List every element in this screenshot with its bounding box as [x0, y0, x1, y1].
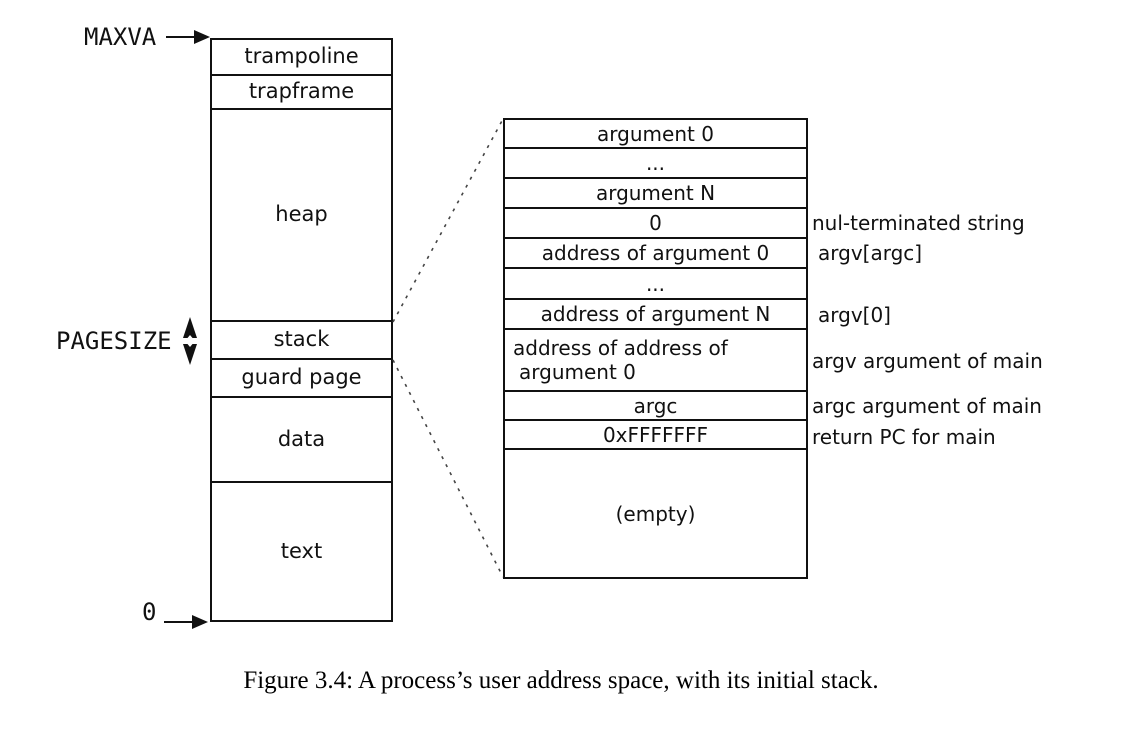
stack-row-label: (empty): [615, 501, 696, 526]
stack-row-zero: 0: [505, 209, 806, 239]
address-space-box: trampoline trapframe heap stack guard pa…: [210, 38, 393, 622]
stack-row-argument-n: argument N: [505, 179, 806, 209]
stack-row-label: 0xFFFFFFF: [602, 422, 709, 447]
pagesize-label: PAGESIZE: [56, 327, 172, 355]
stack-row-label: argument 0: [597, 121, 714, 146]
segment-text: text: [212, 483, 391, 620]
pagesize-double-arrow: [183, 317, 197, 365]
stack-row-label: address of address of: [513, 336, 728, 360]
annotation-argv-argument-of-main: argv argument of main: [812, 349, 1043, 373]
stack-row-return-pc: 0xFFFFFFF: [505, 421, 806, 450]
stack-row-address-of-address-of-argument-0: address of address of argument 0: [505, 330, 806, 392]
stack-row-label: 0: [649, 211, 662, 235]
stack-row-label-line2: argument 0: [519, 360, 636, 384]
initial-stack-box: argument 0 ... argument N 0 address of a…: [503, 118, 808, 579]
maxva-arrow: [166, 30, 210, 44]
stack-row-label: address of argument 0: [541, 241, 770, 265]
stack-row-argument-0: argument 0: [505, 120, 806, 149]
segment-guard-page: guard page: [212, 360, 391, 398]
segment-trampoline: trampoline: [212, 40, 391, 76]
stack-row-ellipsis-2: ...: [505, 269, 806, 300]
segment-label: trapframe: [248, 79, 355, 104]
dashed-connector-bottom: [392, 359, 504, 578]
stack-row-address-of-argument-n: address of argument N: [505, 300, 806, 330]
annotation-argc-argument-of-main: argc argument of main: [812, 394, 1042, 418]
segment-trapframe: trapframe: [212, 76, 391, 110]
annotation-argv-argc: argv[argc]: [818, 241, 923, 265]
annotation-nul-terminated-string: nul-terminated string: [812, 211, 1025, 235]
stack-row-ellipsis-1: ...: [505, 149, 806, 179]
maxva-label: MAXVA: [84, 23, 157, 51]
segment-label: heap: [275, 202, 328, 227]
stack-row-empty: (empty): [505, 450, 806, 577]
zero-arrow: [164, 615, 208, 629]
segment-label: trampoline: [244, 44, 359, 69]
segment-label: guard page: [241, 365, 362, 390]
segment-heap: heap: [212, 110, 391, 322]
annotation-argv-0: argv[0]: [818, 303, 891, 327]
figure-caption: Figure 3.4: A process’s user address spa…: [243, 667, 879, 694]
stack-row-label: address of argument N: [540, 302, 771, 326]
segment-data: data: [212, 398, 391, 483]
stack-row-label: argc: [633, 393, 678, 418]
stack-row-argc: argc: [505, 392, 806, 421]
stack-row-label: ...: [645, 151, 666, 175]
zero-address-label: 0: [142, 598, 157, 626]
annotation-return-pc-for-main: return PC for main: [812, 425, 996, 449]
stack-row-label: ...: [645, 271, 666, 296]
stack-row-label: argument N: [595, 181, 716, 205]
segment-label: data: [277, 426, 326, 451]
dashed-connector-top: [392, 118, 504, 323]
segment-label: stack: [273, 327, 330, 352]
segment-stack: stack: [212, 322, 391, 360]
stack-row-address-of-argument-0: address of argument 0: [505, 239, 806, 269]
segment-label: text: [280, 538, 323, 563]
